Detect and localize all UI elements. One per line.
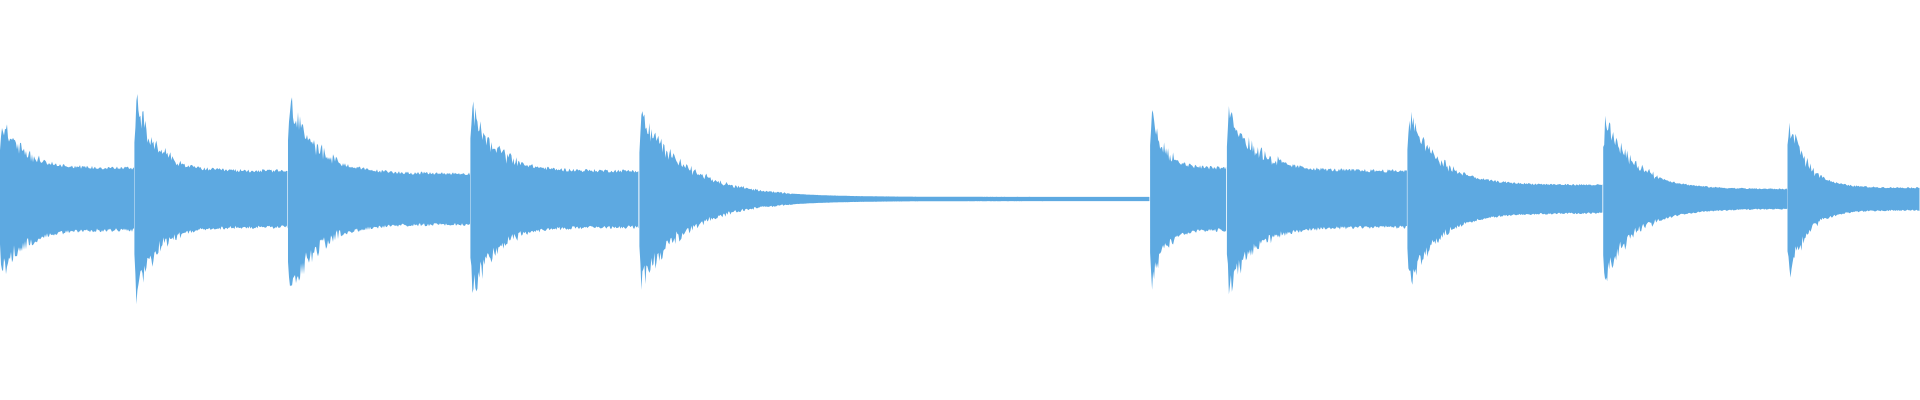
- waveform-segment-3: [288, 97, 470, 287]
- waveform-segment-7: [1226, 106, 1407, 295]
- waveform-segment-1: [0, 124, 134, 275]
- waveform-segment-4: [470, 101, 639, 294]
- waveform-segment-5: [639, 111, 1150, 290]
- waveform-segment-9: [1603, 115, 1788, 282]
- waveform-segment-6: [1150, 110, 1227, 290]
- waveform-segment-2: [134, 94, 288, 305]
- waveform-segment-10: [1787, 122, 1920, 278]
- waveform-segment-8: [1407, 111, 1603, 285]
